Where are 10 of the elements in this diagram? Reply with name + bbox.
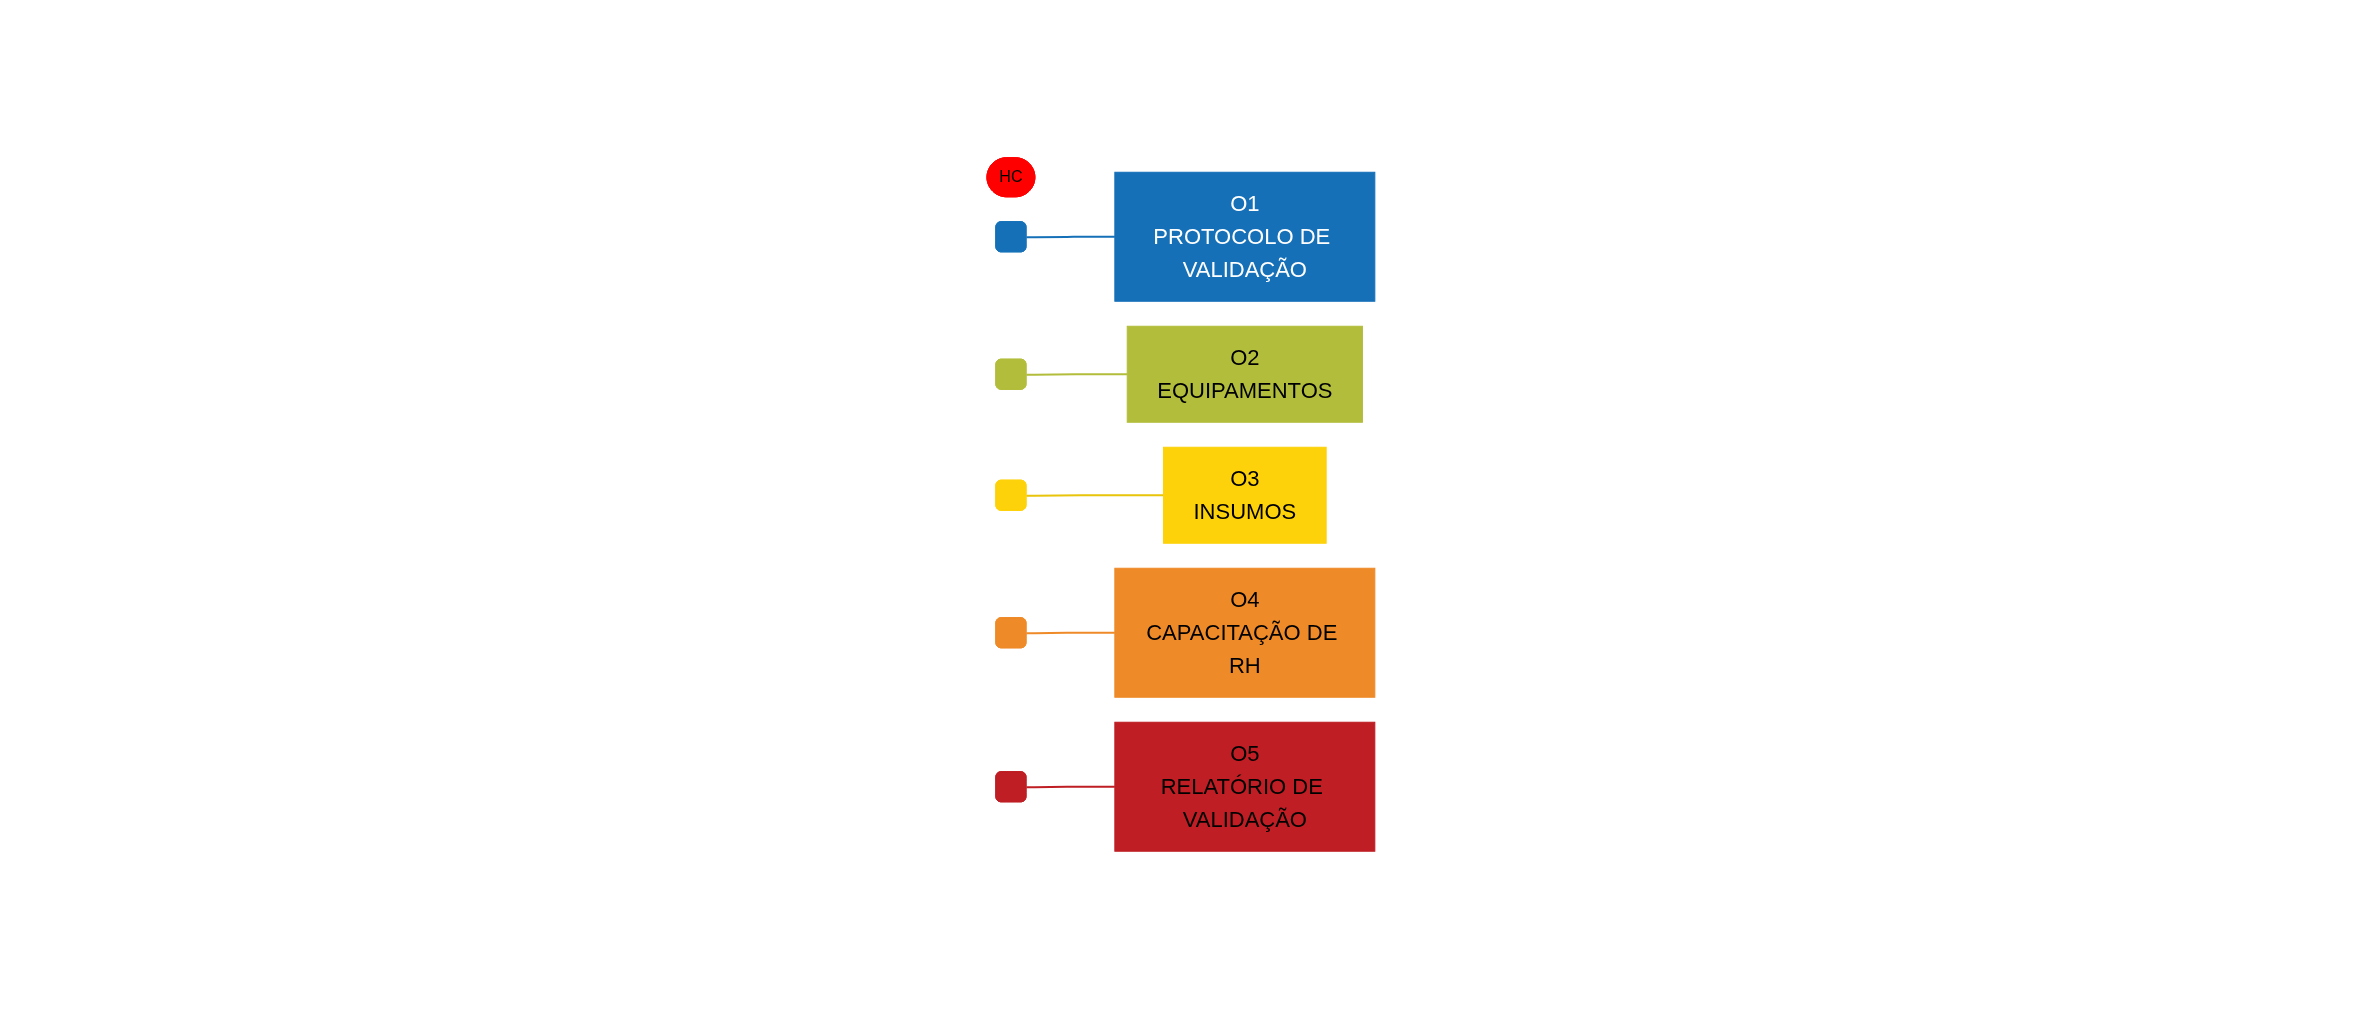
node-box: O3 INSUMOS	[1163, 446, 1327, 544]
node-box: O4 CAPACITAÇÃO DE RH	[1114, 567, 1376, 698]
node-box: O1 PROTOCOLO DE VALIDAÇÃO	[1114, 171, 1376, 302]
connector	[1025, 373, 1129, 376]
node-box: O2 EQUIPAMENTOS	[1126, 325, 1363, 423]
connector	[1025, 785, 1116, 789]
connector	[1025, 494, 1165, 497]
connector	[1025, 235, 1116, 239]
connector	[1025, 631, 1116, 635]
node-box: O5 RELATÓRIO DE VALIDAÇÃO	[1114, 721, 1376, 852]
